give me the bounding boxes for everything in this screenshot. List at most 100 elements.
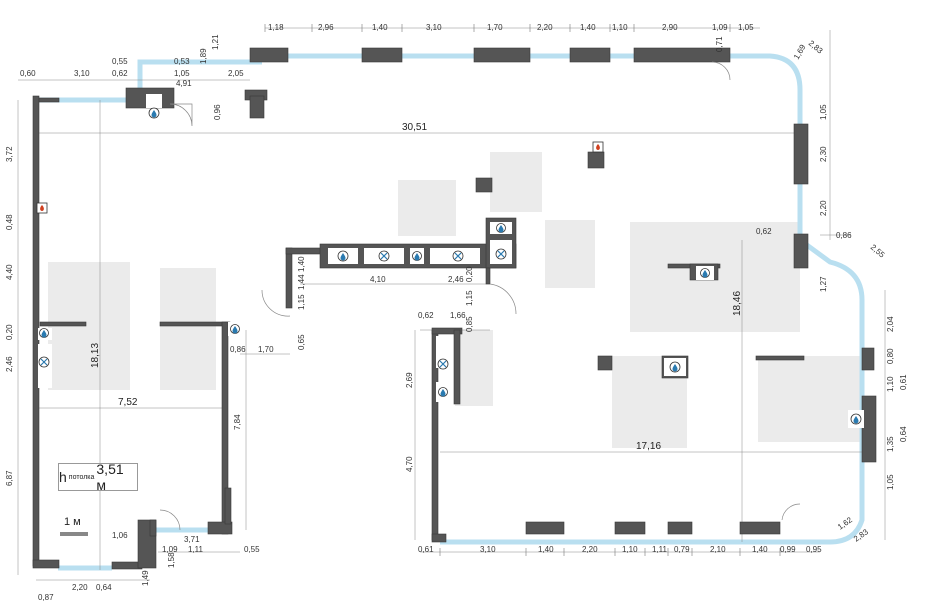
- dim-label: 1,62: [836, 515, 854, 532]
- dim-label: 2,90: [662, 23, 678, 32]
- dim-label: 0,62: [756, 227, 772, 236]
- droplet-icon: [669, 361, 681, 373]
- dimension-ticks: [264, 24, 781, 556]
- dim-label: 0,53: [174, 57, 190, 66]
- zone: [455, 330, 493, 406]
- dim-label: 0,64: [899, 426, 908, 442]
- dim-label: 2,83: [807, 39, 825, 56]
- zone: [490, 152, 542, 212]
- dim-label: 1,05: [738, 23, 754, 32]
- dim-label: 1,40: [538, 545, 554, 554]
- dim-label: 4,10: [370, 275, 386, 284]
- dim-label: 0,80: [886, 348, 895, 364]
- dim-label: 30,51: [402, 122, 427, 133]
- dim-label: 1,66: [450, 311, 466, 320]
- dim-label: 1,09: [162, 545, 178, 554]
- dim-label: 17,16: [636, 441, 661, 452]
- dim-label: 1,10: [622, 545, 638, 554]
- dim-label: 1,15: [465, 290, 474, 306]
- dim-label: 1,27: [819, 276, 828, 292]
- dim-label: 3,71: [184, 535, 200, 544]
- dim-label: 1,10: [612, 23, 628, 32]
- dim-label: 0,86: [836, 231, 852, 240]
- droplet-icon: [230, 324, 240, 334]
- dim-label: 1,40: [580, 23, 596, 32]
- ceiling-height-sub: потолка: [68, 473, 95, 481]
- dim-label: 1,35: [886, 436, 895, 452]
- dim-label: 1,11: [652, 545, 668, 554]
- dim-label: 7,84: [233, 414, 242, 430]
- dim-label: 1,15: [297, 294, 306, 310]
- ceiling-height-value: 3,51 м: [96, 461, 124, 493]
- ceiling-height-prefix: h: [59, 469, 67, 485]
- dim-label: 2,69: [405, 372, 414, 388]
- dim-label: 0,62: [418, 311, 434, 320]
- dim-label: 0,87: [38, 593, 54, 602]
- dim-label: 2,46: [5, 356, 14, 372]
- dim-label: 2,04: [886, 316, 895, 332]
- dim-label: 18,46: [732, 291, 743, 316]
- dimension-lines: [17, 27, 886, 581]
- dim-label: 0,61: [899, 374, 908, 390]
- dim-label: 0,62: [112, 69, 128, 78]
- dim-label: 1,21: [211, 34, 220, 50]
- dim-label: 0,20: [5, 324, 14, 340]
- droplet-icon: [412, 251, 422, 261]
- dim-label: 1,18: [268, 23, 284, 32]
- droplet-icon: [337, 250, 349, 262]
- droplet-icon: [438, 387, 448, 397]
- fan-icon: [452, 250, 464, 262]
- scale-label: 1 м: [64, 516, 81, 528]
- dim-label: 1,69: [792, 43, 808, 61]
- dim-label: 2,20: [819, 200, 828, 216]
- dim-label: 1,40: [752, 545, 768, 554]
- dim-label: 0,55: [112, 57, 128, 66]
- dim-label: 2,55: [869, 243, 887, 260]
- icons: [36, 107, 862, 425]
- fan-icon: [437, 358, 449, 370]
- dim-label: 4,40: [5, 264, 14, 280]
- dim-label: 2,30: [819, 146, 828, 162]
- dim-label: 1,05: [819, 104, 828, 120]
- zone: [545, 220, 595, 288]
- dim-label: 0,64: [96, 583, 112, 592]
- dim-label: 1,40: [372, 23, 388, 32]
- dim-label: 1,70: [487, 23, 503, 32]
- dim-label: 1,89: [199, 48, 208, 64]
- dim-label: 0,65: [297, 334, 306, 350]
- dim-label: 2,20: [72, 583, 88, 592]
- dim-label: 1,10: [886, 376, 895, 392]
- droplet-icon: [39, 328, 49, 338]
- dim-label: 0,96: [213, 104, 222, 120]
- dim-label: 4,91: [176, 79, 192, 88]
- dim-label: 1,44: [297, 274, 306, 290]
- fan-icon: [38, 356, 50, 368]
- droplet-icon: [148, 107, 160, 119]
- dim-label: 1,11: [188, 545, 204, 554]
- dim-label: 2,46: [448, 275, 464, 284]
- dim-label: 1,09: [712, 23, 728, 32]
- doors: [159, 61, 801, 531]
- droplet-icon: [700, 268, 710, 278]
- fan-icon: [378, 250, 390, 262]
- dim-label: 0,71: [715, 36, 724, 52]
- glazing: [36, 53, 865, 571]
- scale-bar: [60, 532, 88, 536]
- zone: [398, 180, 456, 236]
- dim-label: 18,13: [90, 343, 101, 368]
- dim-label: 7,52: [118, 397, 138, 408]
- dim-label: 4,70: [405, 456, 414, 472]
- dim-label: 3,10: [426, 23, 442, 32]
- fire-hydrant-icon: [36, 202, 48, 214]
- dim-label: 0,86: [230, 345, 246, 354]
- dim-label: 6,87: [5, 470, 14, 486]
- dim-label: 0,48: [5, 214, 14, 230]
- droplet-icon: [850, 413, 862, 425]
- dim-label: 0,61: [418, 545, 434, 554]
- dim-label: 0,20: [465, 266, 474, 282]
- zone: [160, 268, 216, 390]
- dim-label: 1,49: [141, 570, 150, 586]
- dim-label: 0,99: [780, 545, 796, 554]
- dim-label: 0,60: [20, 69, 36, 78]
- dim-label: 0,85: [465, 316, 474, 332]
